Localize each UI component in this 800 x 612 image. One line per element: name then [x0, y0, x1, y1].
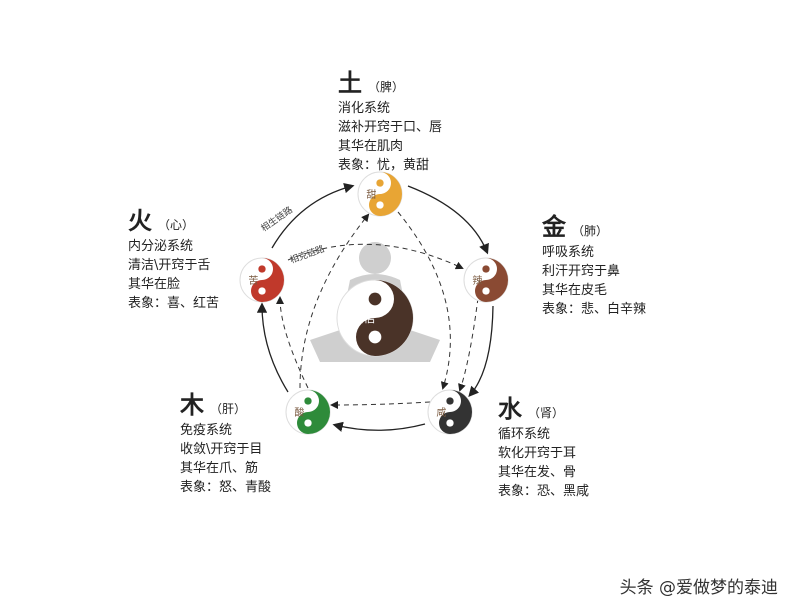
info-line: 滋补开窍于口、唇: [338, 120, 443, 135]
info-line: 其华在发、骨: [498, 465, 577, 480]
organ: （脾）: [368, 80, 405, 94]
wood-yin-yang-icon: 酸: [285, 389, 331, 435]
fire-info: 火 （心） 内分泌系统清洁\开窍于舌其华在脸表象：喜、红苦: [128, 207, 220, 313]
info-line: 利汗开窍于鼻: [542, 264, 621, 279]
watermark: 头条 @爱做梦的泰迪: [619, 578, 778, 598]
info-line: 循环系统: [498, 427, 551, 442]
metal-yin-yang-icon: 辣: [463, 257, 509, 303]
organ: （肾）: [528, 406, 565, 420]
info-line: 呼吸系统: [542, 245, 595, 260]
fire-yin-yang-icon: 苦: [239, 257, 285, 303]
center-yin-yang: 相信: [336, 279, 414, 357]
element-char: 火: [128, 207, 152, 235]
element-char: 金: [542, 213, 566, 241]
organ: （肝）: [210, 402, 247, 416]
info-line: 软化开窍于耳: [498, 446, 577, 461]
info-line: 表象：悲、白辛辣: [542, 302, 647, 317]
info-line: 表象：怒、青酸: [180, 480, 272, 495]
info-line: 清洁\开窍于舌: [128, 258, 211, 273]
water-info: 水 （肾） 循环系统软化开窍于耳其华在发、骨表象：恐、黑咸: [498, 395, 590, 501]
info-line: 表象：忧，黄甜: [338, 158, 430, 173]
info-line: 其华在皮毛: [542, 283, 608, 298]
info-line: 表象：恐、黑咸: [498, 484, 590, 499]
generating-cycle: [256, 183, 494, 432]
svg-text:酸: 酸: [294, 406, 304, 419]
info-line: 免疫系统: [180, 423, 233, 438]
svg-text:苦: 苦: [248, 274, 258, 287]
info-line: 收敛\开窍于目: [180, 442, 263, 457]
info-line: 其华在爪、筋: [180, 461, 259, 476]
info-line: 表象：喜、红苦: [128, 296, 220, 311]
svg-text:相信: 相信: [351, 311, 375, 325]
element-char: 水: [498, 395, 522, 423]
info-line: 其华在脸: [128, 277, 181, 292]
generating-label: 相生链路: [258, 204, 294, 234]
info-line: 内分泌系统: [128, 239, 194, 254]
overcoming-cycle: [276, 211, 479, 409]
wood-info: 木 （肝） 免疫系统收敛\开窍于目其华在爪、筋表象：怒、青酸: [180, 391, 272, 497]
organ: （肺）: [572, 224, 609, 238]
svg-text:咸: 咸: [436, 407, 446, 419]
overcoming-label: 相克链路: [288, 243, 326, 267]
earth-info: 土 （脾） 消化系统滋补开窍于口、唇其华在肌肉表象：忧，黄甜: [338, 69, 443, 175]
metal-info: 金 （肺） 呼吸系统利汗开窍于鼻其华在皮毛表象：悲、白辛辣: [542, 213, 647, 319]
organ: （心）: [158, 218, 195, 232]
element-char: 木: [180, 391, 204, 419]
element-char: 土: [338, 69, 362, 97]
info-line: 消化系统: [338, 101, 391, 116]
earth-yin-yang-icon: 甜: [357, 171, 403, 217]
svg-text:辣: 辣: [472, 274, 482, 287]
svg-text:甜: 甜: [366, 188, 376, 201]
water-yin-yang-icon: 咸: [427, 389, 473, 435]
info-line: 其华在肌肉: [338, 139, 404, 154]
